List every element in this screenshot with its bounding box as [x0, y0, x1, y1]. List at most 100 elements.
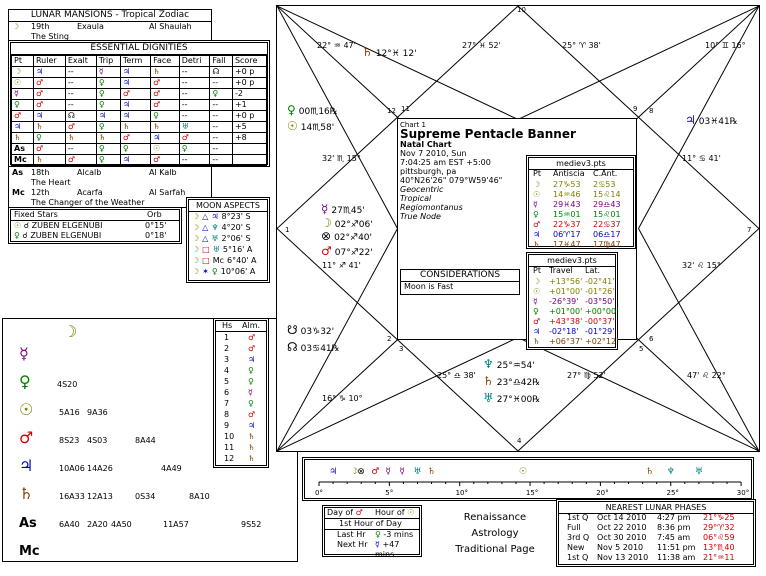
- dignity-cell: ♂: [119, 132, 152, 144]
- renaissance-line3: Traditional Page: [455, 544, 535, 555]
- house-line: [517, 337, 760, 452]
- phase-cell: 4:27 pm: [657, 513, 691, 522]
- considerations-box: CONSIDERATIONS Moon is Fast: [400, 269, 520, 295]
- dignities-header: Term: [119, 55, 152, 67]
- dignity-cell: ♂: [119, 88, 152, 100]
- mansion-alt: Al Shaulah: [149, 22, 192, 31]
- mini-cell: ♂: [533, 220, 541, 229]
- house-number: 3: [399, 345, 403, 353]
- dignity-cell: ♂: [150, 88, 180, 100]
- planet-label[interactable]: ♂07°♐22': [321, 244, 373, 258]
- considerations-title: CONSIDERATIONS: [401, 270, 519, 282]
- fixed-stars-title: Fixed Stars: [14, 210, 58, 219]
- mansion-name: Exaula: [77, 22, 104, 31]
- dignity-cell: ♂: [11, 110, 34, 122]
- asc-label: As: [12, 168, 23, 177]
- chart-tropical: Tropical: [400, 194, 432, 203]
- dignity-cell: ♂: [32, 77, 66, 89]
- dignity-cell: +0 p: [231, 110, 268, 122]
- ruler-marker: ♅: [413, 467, 421, 477]
- dignity-cell: --: [178, 110, 211, 122]
- dignity-row: ♄♀♄♄♂♃♂--+8: [11, 132, 268, 144]
- planet-label[interactable]: ♃03♓41℞: [685, 113, 738, 127]
- planet-label[interactable]: ☽02°♐06': [321, 216, 373, 230]
- aspect-cell: ☽: [192, 234, 200, 243]
- mini-cell: 06♎17: [593, 230, 621, 239]
- dignity-cell: [231, 143, 268, 155]
- dignity-cell: ☿: [11, 88, 34, 100]
- almuten-icon: ♂: [248, 333, 256, 342]
- grid-cell: 8A44: [135, 436, 156, 445]
- ruler-tick-label: 30°: [737, 489, 749, 497]
- renaissance-line2: Astrology: [471, 528, 519, 539]
- grid-cell: 6A40: [59, 520, 80, 529]
- mini-cell: +02°12': [585, 337, 619, 346]
- dignity-cell: Mc: [11, 154, 34, 166]
- mini-cell: ♄: [533, 240, 541, 249]
- ruler-marker: ☉: [519, 467, 527, 477]
- ruler-tick-label: 25°: [667, 489, 679, 497]
- phases-title: NEAREST LUNAR PHASES: [559, 502, 753, 514]
- asc-mansion-alt: Al Kalb: [149, 168, 177, 177]
- last-hour-label: Last Hr: [337, 530, 366, 539]
- planet-label[interactable]: ♅27°♓00℞: [483, 391, 540, 405]
- planet-label[interactable]: ☋03♑32': [287, 323, 334, 337]
- mini-cell: -03°50': [585, 297, 615, 306]
- grid-glyph: ☉: [19, 400, 33, 419]
- grid-glyph: As: [19, 516, 37, 531]
- aspect-icon: □: [202, 245, 210, 254]
- mini-cell: +06°37': [549, 337, 583, 346]
- dignity-cell: --: [209, 132, 233, 144]
- planet-label[interactable]: ☊03♋41℞: [287, 340, 340, 354]
- conjunction-icon: ☌: [23, 221, 30, 230]
- mini-cell: 22♑37: [553, 220, 581, 229]
- dignity-cell: ♄: [119, 121, 152, 133]
- house-number: 6: [224, 388, 230, 397]
- almuten-icon: ♂: [248, 410, 256, 419]
- mini-cell: ♀: [533, 210, 539, 219]
- fixed-stars-panel: Fixed Stars Orb ☉ ☌ ZUBEN ELGENUBI 0°15'…: [8, 207, 182, 244]
- mansion-desc: The Sting: [31, 32, 70, 41]
- phase-cell: 11:38 am: [657, 553, 696, 562]
- ruler-marker: ♂: [371, 467, 379, 477]
- house-number: 3: [224, 355, 230, 364]
- dignity-cell: ♃: [150, 132, 180, 144]
- cusp-label: 16° ♑ 10°: [322, 394, 363, 403]
- planet-label[interactable]: ☉14♏58': [287, 119, 334, 133]
- grid-cell: 12A13: [87, 492, 113, 501]
- cusp-label: 22° ♒ 47': [317, 41, 356, 50]
- renaissance-label: Renaissance Astrology Traditional Page: [436, 510, 554, 558]
- house-number: 11: [224, 443, 235, 452]
- dignity-row: ☉♂--♀♃♂----+0 p: [11, 77, 268, 89]
- chart-number: Chart 1: [400, 121, 426, 129]
- planet-label[interactable]: ♄23°♎42℞: [483, 374, 540, 388]
- grid-glyph: ♂: [19, 428, 33, 447]
- dignities-header: Detri: [178, 55, 211, 67]
- planet-label[interactable]: ♄12°♓ 12': [362, 45, 417, 59]
- dignity-cell: -2: [231, 88, 268, 100]
- dignity-cell: ♃: [32, 110, 66, 122]
- phase-cell: Oct 14 2010: [597, 513, 647, 522]
- planet-label[interactable]: ⊗02°♐40': [321, 229, 372, 243]
- grid-glyph: ☿: [19, 344, 29, 363]
- planet-label[interactable]: ☿27♏45': [321, 202, 365, 216]
- dignity-cell: --: [64, 66, 97, 78]
- dignity-cell: ♀: [209, 88, 233, 100]
- dignity-cell: ♂: [64, 154, 97, 166]
- planet-label[interactable]: ♆25°♒54': [483, 357, 535, 371]
- cusp-label: 11° ♋ 41': [682, 154, 721, 163]
- almuten-icon: ♃: [248, 421, 256, 430]
- mini-cell: ☿: [533, 297, 538, 306]
- last-hour-value: -3 mins: [383, 530, 414, 539]
- planet-label[interactable]: ♀00♏16℞: [287, 103, 338, 117]
- almuten-icon: ♄: [248, 432, 256, 441]
- phase-cell: Full: [567, 523, 581, 532]
- aspect-cell: ☽: [192, 223, 200, 232]
- grid-cell: 5A16: [59, 408, 80, 417]
- dignities-header: Score: [231, 55, 268, 67]
- grid-glyph: ♀: [19, 372, 31, 391]
